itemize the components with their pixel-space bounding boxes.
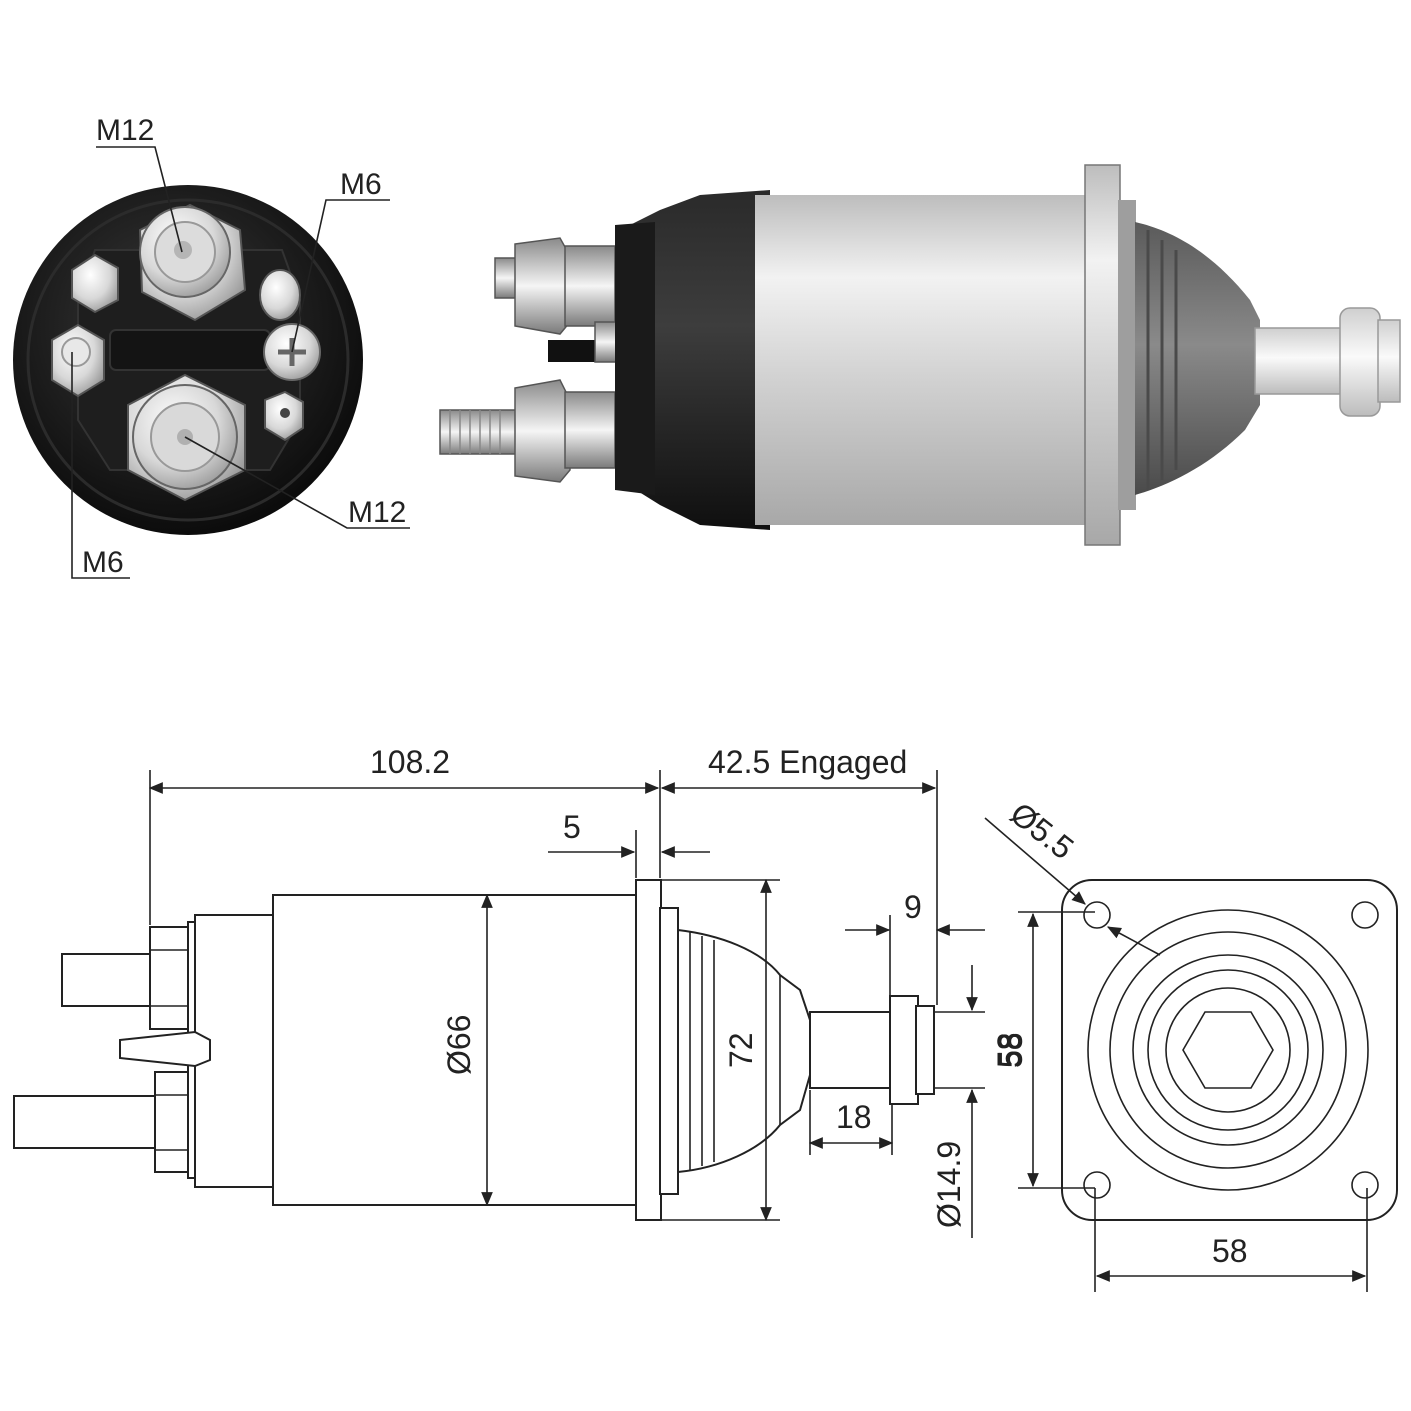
small-tab-bottom-right: [264, 390, 304, 442]
end-view-photo: [13, 185, 363, 535]
side-dimension-lines: [148, 770, 985, 1238]
rubber-boot: [1135, 222, 1260, 495]
label-top-m12: M12: [96, 114, 154, 147]
side-view-photo: [439, 164, 1401, 546]
dim-flange-height: 58: [993, 1032, 1029, 1068]
mount-hole-bottom-right: [1351, 1171, 1379, 1199]
dim-engaged-travel: 42.5 Engaged: [708, 744, 907, 780]
small-terminal-top-left: [71, 253, 119, 314]
dim-tip-length: 9: [904, 889, 922, 925]
dim-plunger-diameter: Ø14.9: [931, 1141, 967, 1228]
left-m6-terminal: [51, 323, 105, 398]
dim-tip-height: 58: [991, 1032, 1027, 1068]
black-end-cap: [620, 190, 770, 530]
dim-body-diameter: Ø66: [441, 1015, 477, 1075]
flange-front-view: [1061, 879, 1398, 1221]
plunger: [1254, 307, 1401, 417]
dim-overall-length: 108.2: [370, 744, 450, 780]
label-right-m6: M6: [340, 168, 382, 201]
dim-flange-width: 58: [1212, 1233, 1248, 1269]
flange-dimension-lines: [984, 817, 1368, 1292]
dim-boot-height: 72: [723, 1032, 759, 1068]
drawing-bottom-stud: [13, 1095, 161, 1149]
dim-flange-thickness: 5: [563, 809, 581, 845]
side-technical-drawing: [13, 879, 935, 1221]
small-terminal-top-right: [259, 269, 301, 321]
mounting-flange: [1084, 164, 1121, 546]
top-threaded-stud: [494, 237, 616, 335]
mount-hole-top-right: [1351, 901, 1379, 929]
bottom-threaded-stud: [439, 379, 616, 483]
label-bottom-m12: M12: [348, 496, 406, 529]
mount-hole-top-left: [1083, 901, 1111, 929]
label-left-m6: M6: [82, 546, 124, 579]
drawing-plunger: [809, 1011, 893, 1089]
dim-mount-hole: Ø5.5: [1004, 795, 1081, 866]
hex-plunger-end: [1182, 1011, 1274, 1089]
drawing-top-stud: [61, 953, 161, 1007]
steel-body: [755, 195, 1090, 525]
top-m12-terminal: [138, 203, 247, 322]
mount-hole-bottom-left: [1083, 1171, 1111, 1199]
dim-plunger-length: 18: [836, 1099, 872, 1135]
end-view-leaders: [71, 146, 410, 579]
drawing-flange: [635, 879, 662, 1221]
